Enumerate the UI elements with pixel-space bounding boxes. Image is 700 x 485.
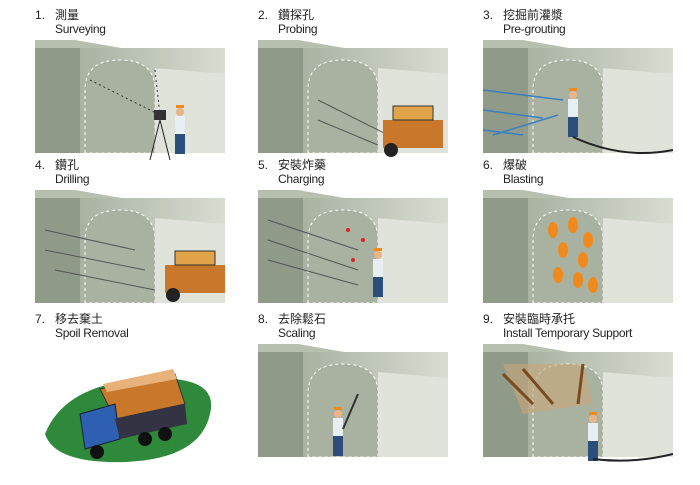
step-title-zh: 去除鬆石 [278, 312, 327, 326]
tunnel-illustration [483, 40, 673, 154]
worker-icon [588, 412, 598, 461]
tunnel-illustration [483, 344, 673, 462]
tunnel-wall-right [378, 372, 448, 457]
step-title-en: Install Temporary Support [503, 326, 633, 340]
tunnel-wall-right [378, 218, 448, 303]
step-number: 9. [483, 312, 494, 326]
step-title-en: Pre-grouting [503, 22, 566, 36]
step-title-zh: 挖掘前灌漿 [503, 8, 564, 22]
step-title-en: Scaling [278, 326, 316, 340]
tunnel-illustration [35, 40, 225, 161]
step-number: 2. [258, 8, 269, 22]
step-number: 5. [258, 158, 269, 172]
tunnel-side [483, 48, 528, 153]
step-title-zh: 鑽孔 [55, 158, 80, 172]
step-title-zh: 鑽探孔 [278, 8, 315, 22]
tunnel-illustration [35, 190, 225, 304]
tunnel-wall-right [603, 68, 673, 153]
tunnel-illustration [258, 190, 448, 304]
worker-icon [568, 88, 578, 137]
step-title-zh: 爆破 [503, 158, 528, 172]
step-title-zh: 測量 [55, 8, 80, 22]
drilling-jumbo-icon [165, 250, 225, 302]
tunnel-wall-right [603, 372, 673, 457]
tunnel-face-arch [84, 59, 156, 154]
tunnel-illustration [258, 344, 448, 458]
step-number: 7. [35, 312, 46, 326]
tunnel-face-arch [307, 59, 379, 154]
worker-icon [333, 407, 343, 456]
tunnel-side [258, 48, 303, 153]
step-number: 1. [35, 8, 46, 22]
step-title-zh: 安裝炸藥 [278, 158, 327, 172]
tunnel-face-arch [307, 363, 379, 458]
step-title-en: Surveying [55, 22, 106, 36]
worker-icon [373, 248, 383, 297]
step-title-en: Drilling [55, 172, 90, 186]
tunnel-illustration [258, 40, 448, 157]
drilling-jumbo-icon [383, 105, 443, 157]
tunnel-side [35, 48, 80, 153]
step-number: 4. [35, 158, 46, 172]
tunnel-illustration [483, 190, 673, 304]
tunnel-face-arch [307, 209, 379, 304]
tunnel-side [258, 198, 303, 303]
blast-flames-icon [548, 217, 598, 293]
temporary-support [503, 364, 593, 414]
tunnel-side [483, 198, 528, 303]
step-title-en: Spoil Removal [55, 326, 129, 340]
step-number: 3. [483, 8, 494, 22]
step-title-en: Probing [278, 22, 318, 36]
step-title-en: Charging [278, 172, 325, 186]
spoil-truck-illustration [45, 369, 212, 463]
worker-icon [175, 105, 185, 154]
step-number: 8. [258, 312, 269, 326]
tunnel-side [258, 352, 303, 457]
tunnel-wall-right [603, 218, 673, 303]
step-title-zh: 安裝臨時承托 [503, 312, 576, 326]
step-title-zh: 移去棄土 [55, 312, 104, 326]
tunnel-side [35, 198, 80, 303]
tunnel-wall-right [155, 68, 225, 153]
tunnel-face-arch [84, 209, 156, 304]
step-number: 6. [483, 158, 494, 172]
step-title-en: Blasting [503, 172, 544, 186]
